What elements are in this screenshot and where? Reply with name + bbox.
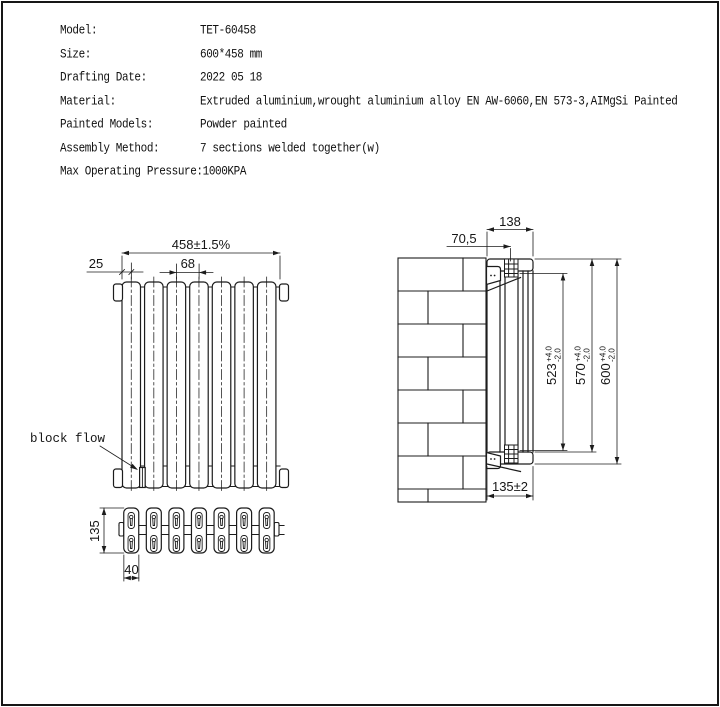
header-tab-top-left — [112, 283, 124, 302]
spec-label: Painted Models: — [60, 118, 154, 133]
spec-label: Assembly Method: — [60, 141, 160, 156]
keyhole-slot — [195, 512, 203, 529]
plan-stub-left — [118, 521, 125, 537]
plan-section — [213, 507, 230, 554]
spec-value: 1000KPA — [202, 165, 247, 180]
spec-row-max-pressure: Max Operating Pressure: 1000KPA — [60, 165, 710, 189]
keyhole-slot — [263, 535, 271, 552]
keyhole-slot — [127, 512, 135, 529]
bracket-dot — [490, 274, 492, 277]
title-block: Model: TET-60458 Size: 600*458 mm Drafti… — [60, 24, 710, 189]
spec-row-drafting-date: Drafting Date: 2022 05 18 — [60, 71, 710, 95]
dimension-arrowheads — [101, 227, 620, 581]
spec-row-size: Size: 600*458 mm — [60, 48, 710, 72]
header-tab-bottom-left — [112, 468, 124, 489]
spec-value: 600*458 mm — [200, 47, 263, 62]
top-bracket-plate — [485, 265, 502, 286]
dim-overall-width-label: 458±1.5% — [172, 237, 231, 252]
front-view — [121, 276, 277, 494]
spec-value: Extruded aluminium,wrought aluminium all… — [200, 94, 678, 109]
keyhole-slot — [150, 535, 158, 552]
spec-label: Model: — [60, 24, 98, 39]
spec-row-painted-models: Painted Models: Powder painted — [60, 118, 710, 142]
keyhole-slot — [172, 535, 181, 552]
bottom-bolt — [504, 444, 519, 464]
header-tab-bottom-right — [278, 468, 290, 489]
spec-label: Max Operating Pressure: — [60, 165, 203, 180]
top-bolt — [504, 258, 519, 278]
bracket-dot — [493, 274, 496, 277]
plan-stub-right — [273, 521, 280, 537]
plan-section — [145, 507, 162, 554]
spec-row-model: Model: TET-60458 — [60, 24, 710, 48]
spec-label: Size: — [60, 47, 92, 62]
plan-section — [258, 507, 275, 554]
dim-bottom-depth-label: 135±2 — [492, 479, 528, 494]
top-bracket-arm — [486, 276, 522, 292]
dim-section-width-label: 40 — [124, 562, 138, 577]
dim-wall-to-fixing-label: 70,5 — [451, 231, 476, 246]
spec-value: TET-60458 — [200, 24, 256, 39]
side-view — [485, 258, 534, 473]
keyhole-slot — [195, 535, 203, 552]
dimensions: 458±1.5% 25 68 block flow 135 40 138 — [30, 214, 622, 582]
bottom-bracket-arm — [486, 463, 522, 473]
dim-plan-depth-label: 135 — [87, 520, 102, 542]
brick-wall — [397, 257, 487, 503]
side-body — [486, 270, 534, 453]
spec-row-assembly-method: Assembly Method: 7 sections welded toget… — [60, 142, 710, 166]
dim-body-height-label: 570+4.0-2.0 — [573, 345, 592, 385]
dim-cap-width-label: 138 — [499, 214, 521, 229]
plan-section — [123, 507, 140, 554]
keyhole-slot — [172, 512, 181, 529]
dim-section-pitch-label: 68 — [181, 256, 195, 271]
keyhole-slot — [240, 535, 248, 552]
header-tab-top-right — [278, 283, 290, 302]
keyhole-slot — [217, 535, 226, 552]
spec-value: Powder painted — [200, 118, 287, 133]
spec-value: 2022 05 18 — [200, 71, 263, 86]
spec-row-material: Material: Extruded aluminium,wrought alu… — [60, 95, 710, 119]
front-view-details — [112, 283, 290, 489]
keyhole-slot — [150, 512, 158, 529]
leader-arrowhead — [130, 463, 138, 470]
plan-section — [190, 507, 208, 554]
keyhole-slot — [240, 512, 248, 529]
plan-section — [236, 507, 253, 554]
dim-fixing-span-label: 523+4.0-2.0 — [544, 345, 563, 385]
keyhole-slot — [263, 512, 271, 529]
plan-view — [123, 507, 275, 554]
dim-overall-height-label: 600+4.0-2.0 — [598, 345, 617, 385]
block-flow-label: block flow — [30, 432, 106, 446]
spec-label: Material: — [60, 94, 116, 109]
spec-value: 7 sections welded together(w) — [200, 141, 380, 156]
bracket-dot — [490, 458, 492, 460]
keyhole-slot — [127, 535, 135, 552]
plan-section — [168, 507, 185, 554]
dim-end-offset-label: 25 — [89, 256, 103, 271]
spec-label: Drafting Date: — [60, 71, 147, 86]
keyhole-slot — [217, 512, 226, 529]
bracket-dot — [493, 458, 496, 460]
